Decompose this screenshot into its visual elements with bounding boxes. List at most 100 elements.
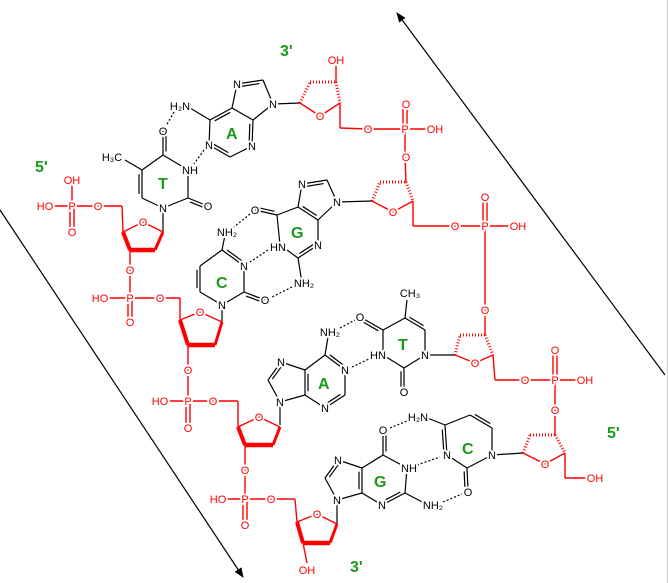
base-bond xyxy=(236,79,264,85)
atom-label-o: O xyxy=(364,124,373,136)
backbone-bond xyxy=(544,452,566,465)
backbone-bond xyxy=(492,354,496,381)
hydrogen-bond xyxy=(233,213,251,228)
hashed-bond xyxy=(553,434,567,454)
double-bond xyxy=(189,201,205,209)
atom-label-o: O xyxy=(402,152,411,164)
atom-label-p: P xyxy=(551,375,558,387)
base-bond xyxy=(199,249,223,267)
base-bond xyxy=(336,492,363,501)
atom-label-n: N xyxy=(333,495,341,507)
atom-label-o: O xyxy=(156,293,165,305)
base-bond xyxy=(208,119,211,146)
atom-label-n: N xyxy=(218,300,226,312)
base-bond xyxy=(276,214,281,246)
atom-label-o: O xyxy=(196,307,205,319)
base-bond xyxy=(424,416,446,426)
hydrogen-bond xyxy=(351,358,370,368)
base-bond xyxy=(404,317,426,331)
atom-label-n: N xyxy=(421,350,429,362)
backbone-bond xyxy=(371,200,394,213)
atom-label-p: P xyxy=(126,293,133,305)
strand-direction-arrow-left xyxy=(0,209,244,578)
base-bond xyxy=(221,234,226,251)
end-label-3prime-top: 3' xyxy=(280,43,293,60)
base-bond xyxy=(267,361,282,381)
base-adenine-1: A xyxy=(226,126,238,143)
atom-label-o: O xyxy=(68,227,77,239)
backbone-bond xyxy=(121,205,124,233)
hydrogen-bond xyxy=(165,111,175,127)
atom-label-n: N xyxy=(240,261,248,273)
atom-label-p: P xyxy=(241,494,248,506)
base-bond xyxy=(444,414,471,426)
atom-label-n: N xyxy=(205,140,213,152)
base-bond xyxy=(324,394,346,409)
atom-label-o: O xyxy=(521,375,530,387)
wedge-bond xyxy=(121,231,132,251)
double-bond xyxy=(326,393,341,405)
base-bond xyxy=(381,492,406,506)
base-bond xyxy=(141,154,164,171)
base-bond xyxy=(297,244,319,259)
base-bond xyxy=(336,200,373,203)
base-bond xyxy=(326,179,338,203)
atom-label-n: N xyxy=(378,500,386,512)
double-bond xyxy=(474,413,491,424)
atom-label-oh: OH xyxy=(510,221,527,233)
wedge-bond xyxy=(153,231,165,251)
atom-label-o: O xyxy=(94,201,103,213)
atom-label-hn: HN xyxy=(270,242,286,254)
atom-label-o: O xyxy=(241,520,250,532)
atom-label-o: O xyxy=(451,221,460,233)
atom-label-o: O xyxy=(251,205,260,217)
base-bond xyxy=(301,179,328,185)
base-thymine-1: T xyxy=(158,176,168,193)
atom-label-h3c: H₃C xyxy=(102,152,122,164)
double-bond xyxy=(363,321,379,332)
base-bond xyxy=(221,249,245,267)
base-bond xyxy=(267,379,281,403)
double-bond xyxy=(213,143,229,154)
hydrogen-bond xyxy=(193,149,205,165)
base-bond xyxy=(337,459,363,469)
base-bond xyxy=(262,79,274,105)
base-bond xyxy=(382,354,405,369)
atom-label-nh2: NH₂ xyxy=(217,227,237,239)
backbone-bond xyxy=(316,513,338,525)
atom-label-oh: OH xyxy=(577,375,594,387)
base-bond xyxy=(382,317,406,331)
backbone-bond xyxy=(237,416,260,428)
base-cytosine-1: C xyxy=(216,275,228,292)
hydrogen-bond xyxy=(339,319,356,329)
atom-label-o: O xyxy=(261,295,270,307)
hashed-bond xyxy=(370,181,382,202)
base-bond xyxy=(243,291,266,301)
atom-label-o: O xyxy=(316,111,325,123)
base-bond xyxy=(209,107,233,121)
base-thymine-2: T xyxy=(398,337,408,354)
base-bond xyxy=(251,119,254,147)
hashed-bond xyxy=(334,81,342,104)
base-bond xyxy=(444,424,448,456)
base-cytosine-2: C xyxy=(462,441,474,458)
atom-label-o: O xyxy=(541,459,550,471)
base-bond xyxy=(162,154,189,171)
base-bond xyxy=(279,244,299,259)
atom-label-p: P xyxy=(68,201,75,213)
atom-label-hn: HN xyxy=(370,350,386,362)
backbone-bond xyxy=(299,102,321,117)
base-guanine-1: G xyxy=(291,225,303,242)
atom-label-o: O xyxy=(464,487,473,499)
double-bond xyxy=(271,366,282,380)
backbone-bond xyxy=(474,354,494,364)
backbone-bond xyxy=(319,102,341,117)
base-bond xyxy=(324,354,346,371)
atom-label-ho: HO xyxy=(37,201,54,213)
base-bond xyxy=(229,145,253,158)
base-bond xyxy=(141,197,164,209)
base-bond xyxy=(446,454,468,469)
double-bond xyxy=(441,429,445,451)
atom-label-oh: OH xyxy=(299,565,316,577)
